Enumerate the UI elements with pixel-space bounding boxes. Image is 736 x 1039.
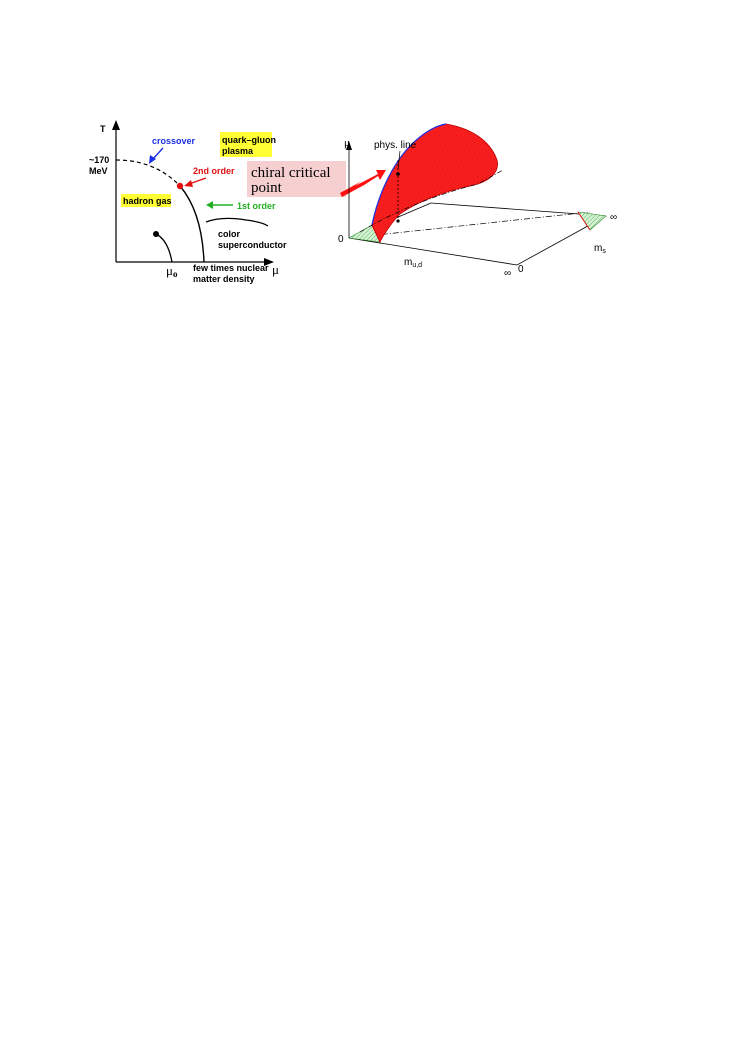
t-axis-label: T	[100, 124, 106, 134]
zero-bottom-label: 0	[518, 264, 524, 275]
first-order-label: 1st order	[237, 201, 276, 211]
surface-dash-line	[359, 169, 504, 233]
first-order-arrow-icon	[206, 201, 213, 209]
qgp-label-line2: plasma	[222, 146, 254, 156]
t-axis-arrow-icon	[112, 120, 120, 130]
crossover-line	[115, 159, 181, 187]
first-order-boundary	[179, 185, 205, 263]
second-order-arrow-icon	[184, 180, 193, 187]
ms-axis-label: ms	[594, 243, 606, 255]
columbia-plot: μ phys. line 0 ∞ ms mu,d ∞ 0	[338, 123, 617, 279]
base-plane-back-edge	[430, 202, 607, 217]
callout-line2: point	[251, 180, 283, 196]
origin-label: 0	[338, 234, 344, 245]
mu-axis-3d-arrow-icon	[346, 141, 352, 150]
infinity-bottom-label: ∞	[504, 268, 511, 279]
physical-critical-point	[396, 172, 400, 176]
nuclear-critical-point	[153, 231, 159, 237]
qgp-label-line1: quark–gluon	[222, 135, 276, 145]
mu-axis-label: μ	[272, 262, 279, 277]
mud-axis-label: mu,d	[404, 257, 422, 269]
surface-edge-blue	[371, 123, 447, 226]
first-order-region-heavy-quarks	[577, 211, 607, 231]
crossover-label: crossover	[152, 136, 196, 146]
nuclear-liquid-gas-line	[155, 233, 173, 263]
physical-point	[396, 219, 400, 223]
critical-point	[176, 182, 184, 190]
phys-line-pointer	[397, 150, 401, 171]
lightning-arrow-icon	[340, 170, 386, 197]
color-label-line1: color	[218, 229, 241, 239]
qgp-highlight	[220, 132, 272, 157]
critical-line-heavy	[577, 211, 591, 231]
color-label-line2: superconductor	[218, 240, 287, 250]
nuclear-density-line2: matter density	[193, 274, 255, 284]
infinity-right-label: ∞	[610, 212, 617, 223]
callout-box	[247, 161, 346, 197]
base-diagonal	[348, 211, 591, 239]
hadron-gas-highlight	[121, 194, 171, 207]
crossover-arrow-icon	[149, 155, 156, 164]
chiral-critical-point-callout: chiral critical point	[247, 161, 386, 197]
mu-axis-arrow-icon	[264, 258, 274, 266]
mu-axis-3d-label: μ	[344, 137, 350, 149]
second-order-label: 2nd order	[193, 166, 235, 176]
base-plane	[348, 215, 607, 266]
nuclear-density-line1: few times nuclear	[193, 263, 269, 273]
temp-unit-label: MeV	[89, 166, 108, 176]
phys-line-label: phys. line	[374, 140, 417, 151]
mu0-label: μo	[166, 263, 178, 279]
color-superconductor-boundary	[205, 217, 269, 227]
hadron-gas-label: hadron gas	[123, 196, 172, 206]
callout-line1: chiral critical	[251, 165, 331, 181]
temp-value-label: ~170	[89, 155, 109, 165]
qcd-phase-diagram: T ~170 MeV crossover quark–gluon plasma …	[89, 120, 287, 284]
